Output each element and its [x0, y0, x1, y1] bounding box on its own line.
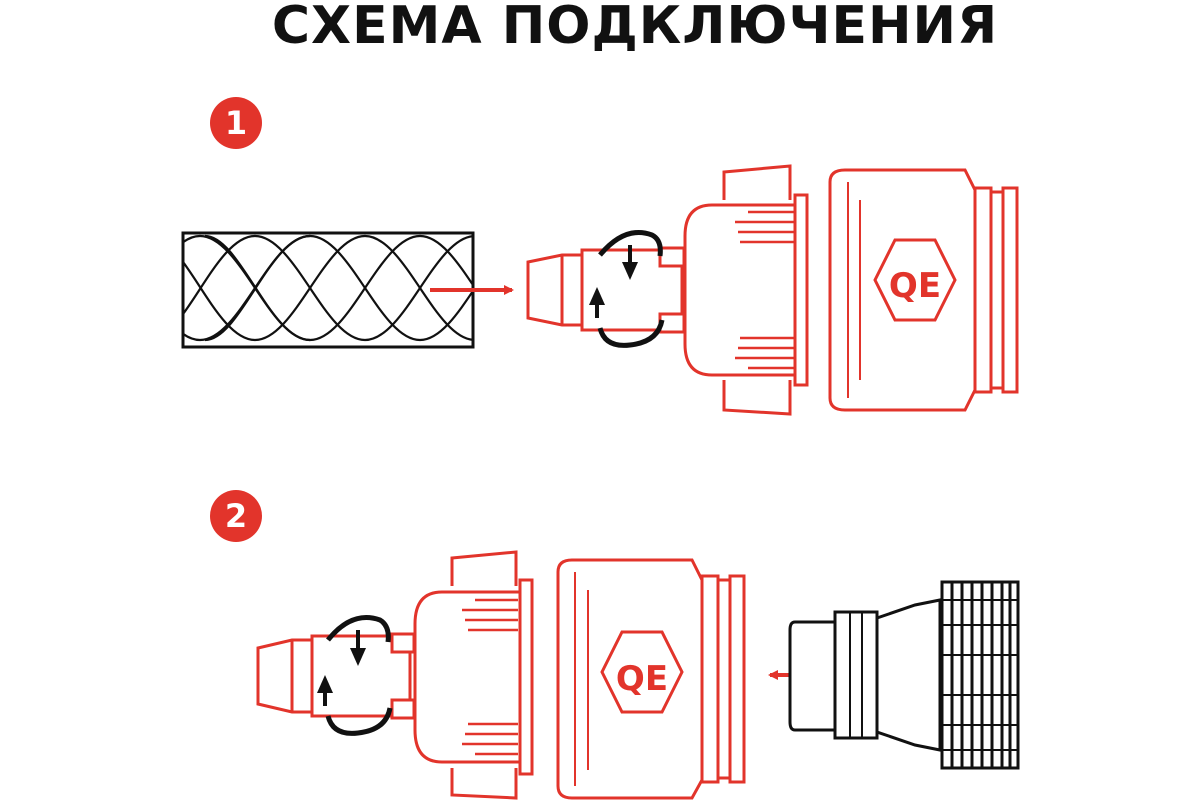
rotate-icon	[589, 230, 665, 348]
brand-logo-text: QE	[889, 266, 941, 306]
brand-logo-icon	[873, 238, 957, 322]
rotate-icon	[317, 615, 393, 736]
braided-hose	[181, 231, 475, 349]
brand-logo-text: QE	[616, 659, 668, 699]
tap-adapter	[788, 580, 1020, 770]
hose-connector-1: QE	[526, 164, 1019, 416]
step-2-badge: 2	[210, 490, 262, 542]
brand-logo-icon	[600, 630, 684, 714]
step-1-badge: 1	[210, 97, 262, 149]
hose-connector-2: QE	[256, 550, 746, 800]
page-title: СХЕМА ПОДКЛЮЧЕНИЯ	[271, 0, 999, 56]
